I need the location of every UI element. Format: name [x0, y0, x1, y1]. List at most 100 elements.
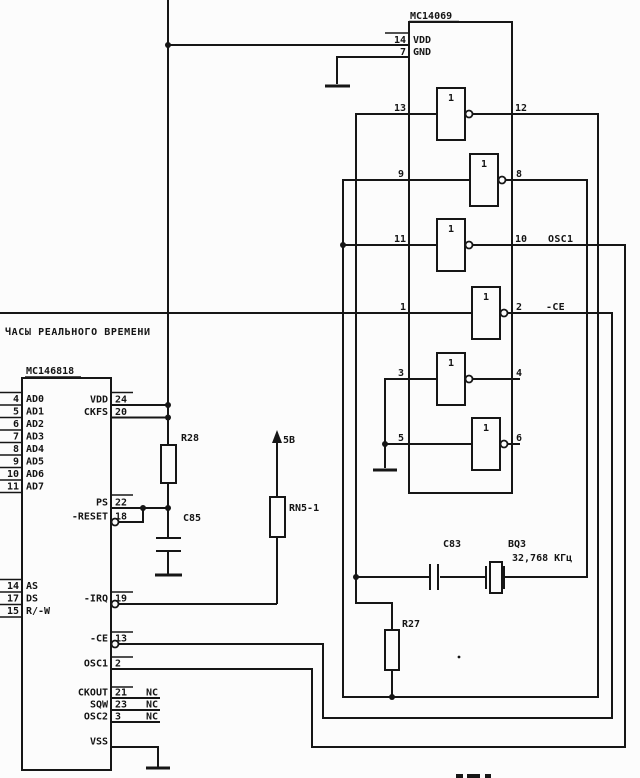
net-out8-to-crystal — [505, 179, 588, 578]
pin-number: 13 — [394, 103, 406, 114]
pin-number: 8 — [516, 169, 522, 180]
inverter-gate: 1 9 8 — [398, 153, 522, 207]
pin-label: -CE — [90, 634, 108, 645]
pin-label: AS — [26, 581, 38, 592]
inverter-gate: 1 13 12 — [394, 87, 527, 141]
pullup-rn5: 5B RN5-1 — [269, 430, 319, 604]
junction-dot — [165, 414, 171, 421]
pin-number: 9 — [13, 457, 19, 468]
resistor-rn5-label: RN5-1 — [289, 503, 319, 514]
chip-name: MC146818 — [26, 366, 74, 377]
pin-number: 15 — [7, 606, 19, 617]
pin-label: GND — [413, 47, 431, 58]
pin-number: 10 — [515, 234, 527, 245]
resistor-r27-label: R27 — [402, 619, 420, 630]
capacitor-c85-label: C85 — [183, 513, 201, 524]
gnd-pin-wire — [336, 56, 409, 84]
pin-number: 22 — [115, 498, 127, 509]
inverter-gate: 1 5 6 — [398, 417, 522, 471]
pin-label: SQW — [90, 700, 109, 711]
resistor-r28-body — [160, 444, 177, 484]
pin-number: 20 — [115, 407, 127, 418]
crystal-bq3-plates — [485, 566, 505, 589]
pin-number: 19 — [115, 594, 127, 605]
pin-number: 2 — [516, 302, 522, 313]
reset18-wire — [119, 508, 144, 523]
pin-number: 7 — [13, 432, 19, 443]
pin-number: 3 — [115, 712, 121, 723]
clipped-text-fragment — [456, 774, 463, 778]
junction-dot — [165, 402, 171, 408]
pin-number: 14 — [7, 581, 19, 592]
pin-number: 23 — [115, 700, 127, 711]
net-osc1 — [111, 244, 626, 748]
nc-label: NC — [146, 712, 158, 723]
pin-label: AD4 — [26, 444, 44, 455]
inverter-gate: 1 3 4 — [398, 352, 522, 406]
pin-number: 5 — [398, 433, 404, 444]
active-low-bubble-icon — [110, 599, 120, 609]
pin-number: 10 — [7, 469, 19, 480]
pin-label: OSC1 — [84, 659, 108, 670]
gate-symbol: 1 — [448, 224, 454, 235]
pin-label: AD2 — [26, 419, 44, 430]
pin-number: 4 — [13, 394, 19, 405]
chip-body — [408, 21, 513, 494]
vss-wire — [111, 746, 159, 767]
inverter-bubble-icon — [464, 240, 474, 250]
junction-dot — [340, 242, 346, 248]
net-unused-inputs-ground — [384, 378, 472, 468]
pin-number: 6 — [13, 419, 19, 430]
section-title: ЧАСЫ РЕАЛЬНОГО ВРЕМЕНИ — [5, 326, 151, 338]
pin-number: 11 — [394, 234, 406, 245]
gate-symbol: 1 — [483, 423, 489, 434]
junction-dot — [165, 505, 171, 511]
scan-artifacts — [456, 655, 491, 778]
vdd-rail: R28 C85 — [155, 0, 201, 577]
pin-label: AD7 — [26, 482, 44, 493]
pin-number: 24 — [115, 395, 127, 406]
addr-pin-ladder — [0, 391, 22, 494]
active-low-bubble-icon — [110, 517, 120, 527]
nc-label: NC — [146, 688, 158, 699]
pin-number: 7 — [400, 47, 406, 58]
pin-label: VDD — [90, 395, 108, 406]
gate-symbol: 1 — [448, 93, 454, 104]
gate-symbol: 1 — [481, 159, 487, 170]
pin-label: AD1 — [26, 407, 44, 418]
junction-dot — [389, 694, 395, 700]
pin-label: CKOUT — [78, 688, 108, 699]
pin-label: PS — [96, 498, 108, 509]
ink-speck — [457, 655, 461, 659]
net-crystal-input — [355, 113, 437, 630]
pin-number: 5 — [13, 407, 19, 418]
pin-label: R/-W — [26, 606, 51, 617]
pin-label: AD5 — [26, 457, 44, 468]
pin-number: 11 — [7, 482, 19, 493]
signal-label-ce: -CE — [546, 302, 565, 313]
clipped-text-fragment — [485, 774, 491, 778]
active-low-bubble-icon — [110, 639, 120, 649]
pin-label: VSS — [90, 737, 108, 748]
pin-number: 18 — [115, 512, 127, 523]
signal-label-osc1: OSC1 — [548, 234, 573, 245]
pin-label: OSC2 — [84, 712, 108, 723]
mc146818-chip: ЧАСЫ РЕАЛЬНОГО ВРЕМЕНИ MC146818 4 AD0 5 … — [0, 326, 277, 771]
resistor-r28-label: R28 — [181, 433, 199, 444]
mc14069-chip: MC14069 14 VDD 7 GND 1 13 12 — [0, 11, 626, 748]
supply-label: 5B — [283, 435, 295, 446]
pin-number: 12 — [515, 103, 527, 114]
junction-dot — [140, 505, 146, 511]
pin-number: 17 — [7, 594, 19, 605]
capacitor-c85-plates — [156, 537, 181, 552]
net-feedback-out12 — [342, 113, 599, 698]
capacitor-c83-plates — [429, 564, 439, 590]
junction-dot — [165, 42, 171, 48]
clipped-text-fragment — [467, 774, 480, 778]
inverter-gate: 1 1 2 -CE — [400, 286, 565, 340]
pin-label: AD6 — [26, 469, 44, 480]
gate-symbol: 1 — [448, 358, 454, 369]
inverter-bubble-icon — [499, 439, 509, 449]
